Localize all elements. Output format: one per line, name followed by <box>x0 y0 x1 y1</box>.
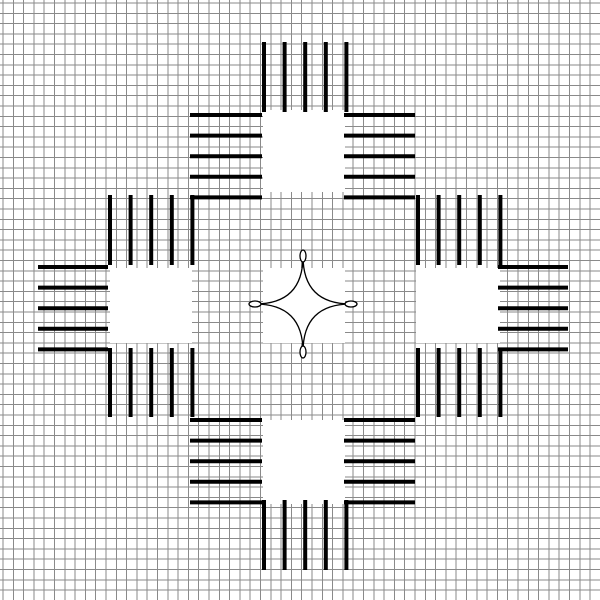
stitch-block-right <box>498 267 568 349</box>
open-square <box>416 268 500 343</box>
stitch-block-lower-left <box>110 348 192 417</box>
open-square <box>263 420 345 504</box>
star-tip <box>300 250 306 262</box>
stitch-block-lower-right <box>418 348 500 417</box>
stitch-block-left <box>38 267 108 349</box>
open-square <box>110 268 192 343</box>
open-square <box>263 110 345 192</box>
star-tip <box>345 301 357 307</box>
stitch-block-top-left-arm <box>190 115 262 197</box>
star-tip <box>300 346 306 358</box>
star-tip <box>249 301 261 307</box>
stitch-block-top <box>264 42 346 112</box>
stitch-block-bottom-left-arm <box>190 420 262 502</box>
